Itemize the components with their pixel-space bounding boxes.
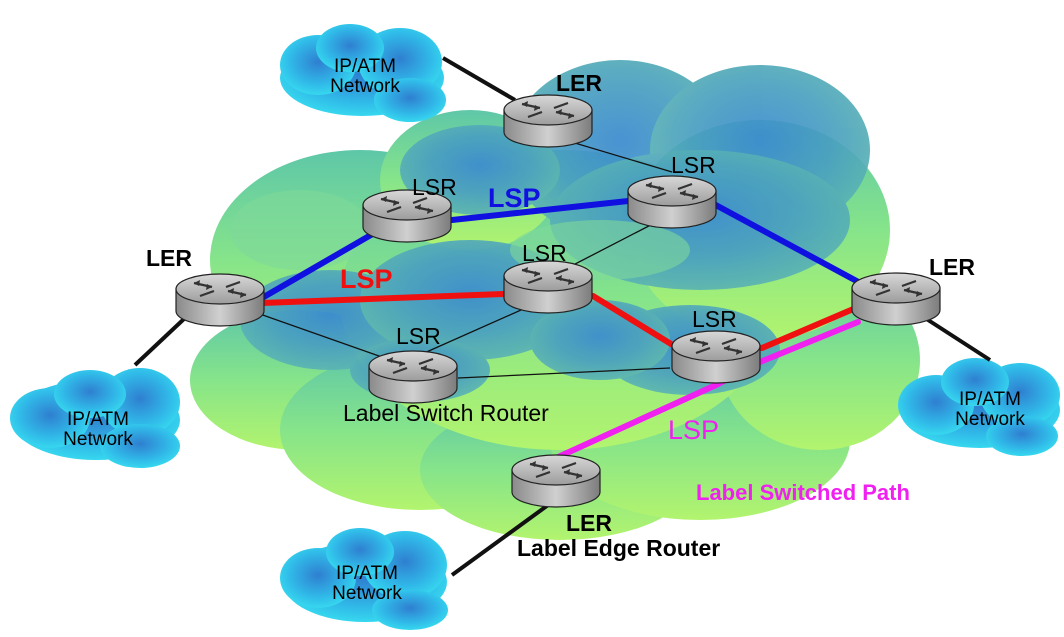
lsp-red-label: LSP (340, 264, 393, 294)
ip-atm-cloud-top-left-shape (280, 24, 446, 122)
cloud-line1: IP/ATM (334, 56, 396, 77)
lsp-magenta-label: LSP (668, 415, 720, 445)
ler-right-label: LER (929, 254, 975, 280)
cloud-line2: Network (63, 428, 133, 450)
lsr-lower-right-router-icon (670, 329, 762, 385)
lsr-center-label: LSR (522, 240, 567, 266)
lsr-top-right-router-icon (626, 174, 718, 230)
lsr-top-right-label: LSR (671, 152, 716, 178)
ler-bottom-label: LER (566, 510, 612, 536)
ler-right-router-icon (850, 271, 942, 327)
cloud-line1: IP/ATM (67, 409, 129, 430)
ler-bottom-router-icon (510, 453, 602, 509)
ip-atm-cloud-right: IP/ATM Network (935, 390, 1045, 430)
cloud-line1: IP/ATM (336, 563, 398, 584)
lsp-blue-path (259, 197, 867, 301)
lsr-upper-left-label: LSR (412, 174, 457, 200)
lsr-center-router-icon (502, 259, 594, 315)
cloud-line2: Network (332, 582, 402, 604)
ler-top-label: LER (556, 70, 602, 96)
cloud-line1: IP/ATM (959, 389, 1021, 410)
ip-atm-cloud-bottom-left-shape (10, 368, 180, 468)
cloud-line2: Network (955, 408, 1025, 430)
ip-atm-cloud-bottom: IP/ATM Network (312, 564, 422, 604)
lsp-blue-label: LSP (488, 183, 541, 213)
cloud-line2: Network (330, 75, 400, 97)
label-switch-router-caption: Label Switch Router (343, 400, 549, 426)
ip-atm-cloud-bottom-left: IP/ATM Network (43, 410, 153, 450)
ler-left-router-icon (174, 272, 266, 328)
lsr-lower-left-label: LSR (396, 323, 441, 349)
label-switched-path-caption: Label Switched Path (696, 480, 910, 505)
ler-left-label: LER (146, 245, 192, 271)
lsr-lower-left-router-icon (367, 349, 459, 405)
ip-atm-cloud-right-shape (898, 358, 1060, 456)
ler-top-router-icon (502, 93, 594, 149)
ip-atm-cloud-bottom-shape (280, 528, 448, 630)
lsr-lower-right-label: LSR (692, 306, 737, 332)
lsp-red-path (259, 290, 861, 352)
label-edge-router-caption: Label Edge Router (517, 535, 721, 561)
ip-atm-cloud-top-left: IP/ATM Network (310, 57, 420, 97)
